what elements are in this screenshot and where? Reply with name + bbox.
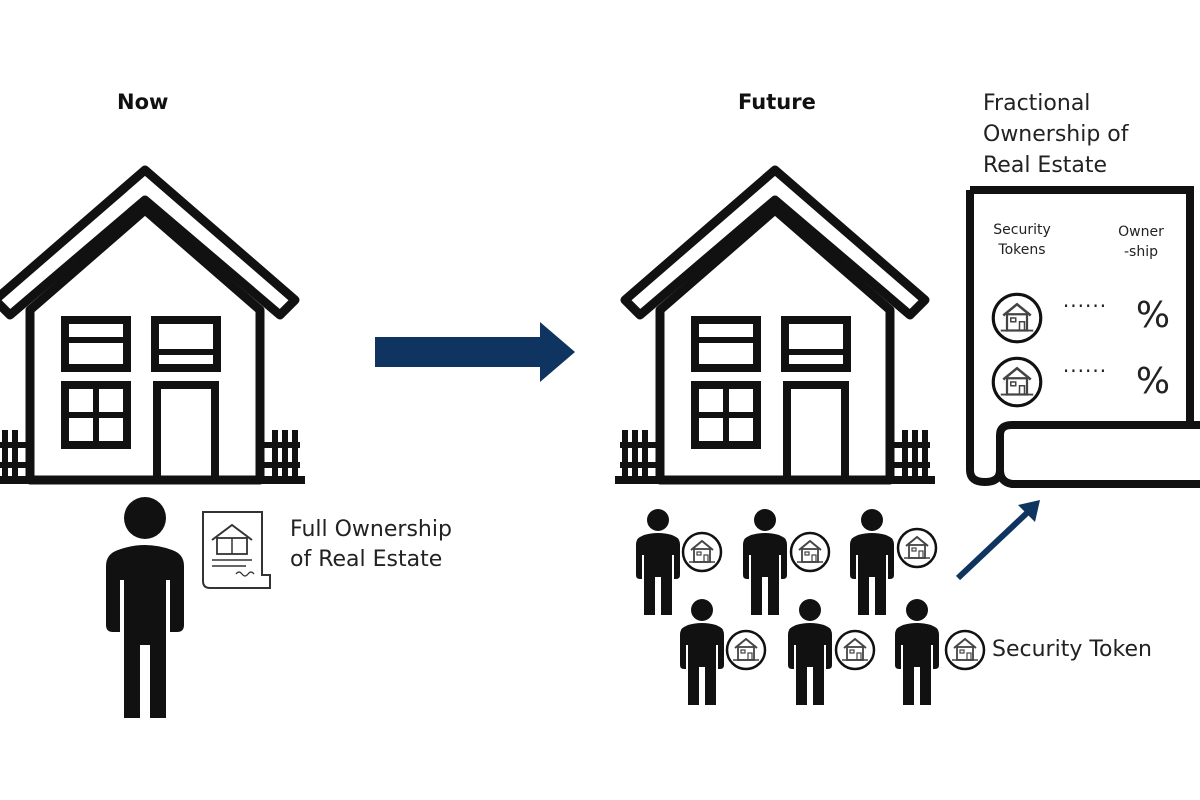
- person-icon: [895, 599, 939, 705]
- full-ownership-caption: Full Ownership of Real Estate: [290, 517, 452, 572]
- token-holders-group: [636, 509, 986, 705]
- row-percent: %: [1135, 361, 1171, 402]
- person-icon: [636, 509, 680, 615]
- owner-person-icon: [106, 497, 184, 718]
- token-icon: [896, 527, 938, 569]
- ownership-header: Owner -ship: [1118, 224, 1164, 260]
- token-icon: [834, 629, 876, 671]
- fractional-ownership-title: Fractional Ownership of Real Estate: [983, 91, 1129, 178]
- token-icon: [991, 292, 1043, 344]
- security-token-caption: Security Token: [992, 637, 1152, 662]
- security-tokens-header: Security Tokens: [993, 222, 1051, 258]
- token-icon: [681, 531, 723, 573]
- row-dots: ......: [1062, 353, 1108, 377]
- person-icon: [788, 599, 832, 705]
- token-icon: [725, 629, 767, 671]
- diagonal-arrow-icon: [955, 500, 1040, 581]
- row-dots: ......: [1062, 288, 1108, 312]
- scroll-document-icon: [966, 186, 1200, 488]
- token-icon: [944, 629, 986, 671]
- deed-document-icon: [202, 511, 271, 589]
- token-icon: [789, 531, 831, 573]
- now-heading: Now: [117, 90, 169, 114]
- person-icon: [680, 599, 724, 705]
- token-icon: [991, 356, 1043, 408]
- house-icon-now: [0, 170, 305, 480]
- transition-arrow-icon: [375, 322, 575, 382]
- house-icon-future: [615, 170, 935, 480]
- person-icon: [743, 509, 787, 615]
- person-icon: [850, 509, 894, 615]
- future-heading: Future: [738, 90, 816, 114]
- row-percent: %: [1135, 295, 1171, 336]
